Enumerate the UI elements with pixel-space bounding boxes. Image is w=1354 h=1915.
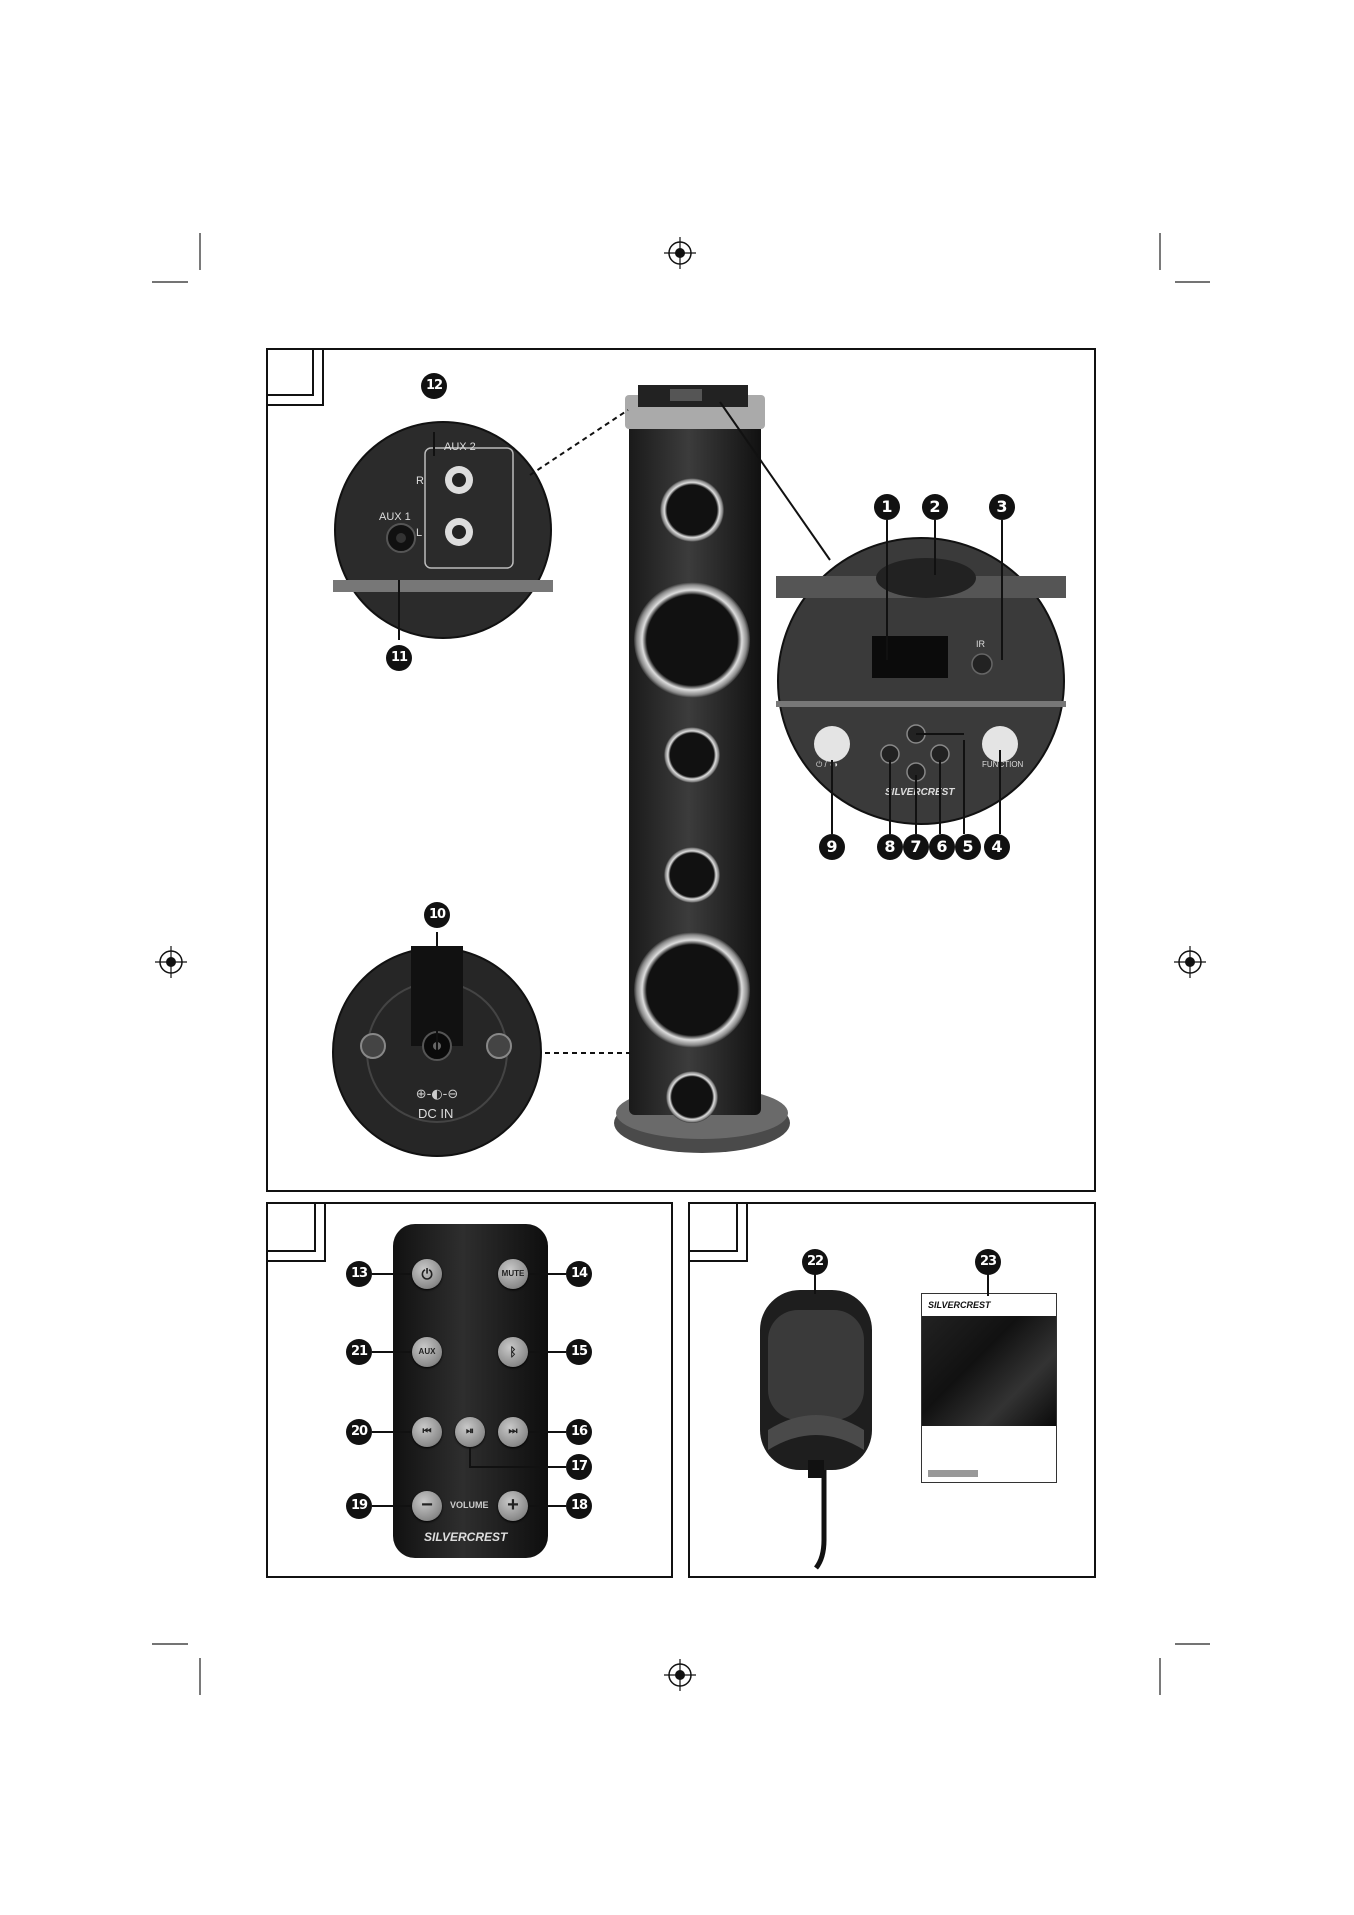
mute-button: MUTE [498,1259,528,1289]
volume-up-icon: + [498,1491,528,1521]
control-brand-label: SILVERCREST [885,787,955,798]
aux-left-label: L [416,527,423,539]
callout-16: 16 [566,1419,592,1445]
play-pause-icon: ⏯ [455,1417,485,1447]
registration-mark-top [664,237,696,269]
volume-down-icon: − [412,1491,442,1521]
callout-6: 6 [929,834,955,860]
function-label: FUNCTION [982,760,1024,769]
callout-13: 13 [346,1261,372,1287]
manual-brand: SILVERCREST [928,1300,991,1310]
callout-18: 18 [566,1493,592,1519]
callout-23: 23 [975,1249,1001,1275]
control-detail-circle [776,537,1066,825]
callout-12: 12 [421,373,447,399]
registration-mark-right [1174,946,1206,978]
callout-14: 14 [566,1261,592,1287]
callout-7: 7 [903,834,929,860]
svg-text:⊕-◐-⊖: ⊕-◐-⊖ [416,1087,459,1102]
tower-speaker [614,385,790,1153]
manual-footer-bar [928,1470,978,1477]
previous-icon: ⏮ [412,1417,442,1447]
aux-right-label: R [416,475,424,487]
callout-8: 8 [877,834,903,860]
callout-2: 2 [922,494,948,520]
remote-brand-label: SILVERCREST [424,1530,508,1544]
callout-17: 17 [566,1454,592,1480]
power-icon: ⏻ [412,1259,442,1289]
panel-b-label [266,1202,316,1252]
bluetooth-icon: ᛒ [498,1337,528,1367]
callout-15: 15 [566,1339,592,1365]
power-label: ⏻ / ◖◗ [816,760,839,769]
callout-20: 20 [346,1419,372,1445]
registration-mark-bottom [664,1659,696,1691]
user-manual: SILVERCREST [921,1293,1057,1483]
callout-4: 4 [984,834,1010,860]
callout-5: 5 [955,834,981,860]
aux1-label: AUX 1 [379,511,411,523]
power-adapter [760,1290,872,1570]
callout-3: 3 [989,494,1015,520]
callout-9: 9 [819,834,845,860]
next-icon: ⏭ [498,1417,528,1447]
callout-1: 1 [874,494,900,520]
callout-22: 22 [802,1249,828,1275]
callout-21: 21 [346,1339,372,1365]
panel-a-label [266,348,314,396]
manual-cover-photo [922,1316,1056,1426]
ir-label: IR [976,639,985,649]
aux-detail-circle [333,421,553,639]
aux2-label: AUX 2 [444,441,476,453]
callout-19: 19 [346,1493,372,1519]
panel-c-label [688,1202,738,1252]
volume-label: VOLUME [450,1500,489,1510]
callout-10: 10 [424,902,450,928]
dc-in-label: DC IN [418,1106,454,1121]
dc-detail-circle: ⊕-◐-⊖ [332,946,542,1157]
registration-mark-left [155,946,187,978]
aux-button: AUX [412,1337,442,1367]
callout-11: 11 [386,645,412,671]
